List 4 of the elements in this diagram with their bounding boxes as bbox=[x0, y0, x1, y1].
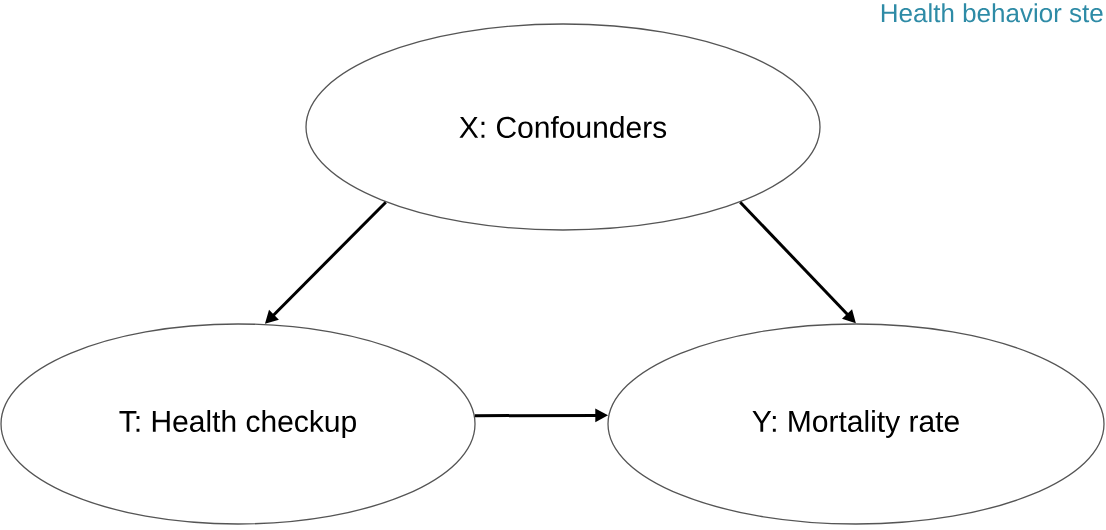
ellipse-node: T: Health checkup bbox=[0, 323, 476, 525]
ellipse-node: Y: Mortality rate bbox=[607, 323, 1105, 525]
heading-text: Health behavior ste bbox=[881, 3, 1103, 23]
ellipse-node: X: Confounders bbox=[305, 23, 821, 231]
